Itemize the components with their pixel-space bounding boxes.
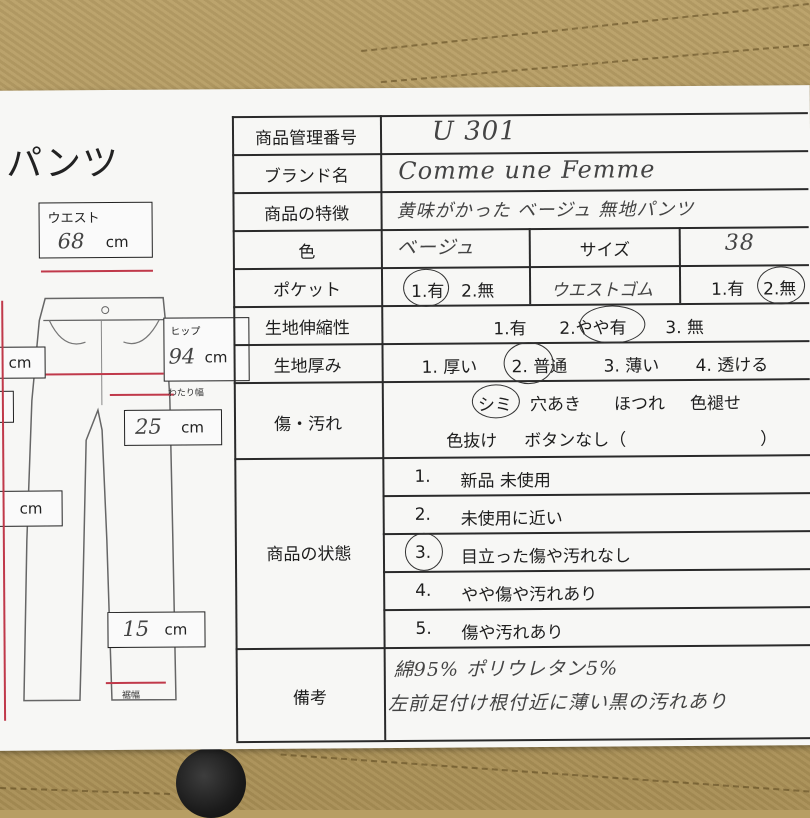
label-condition: 商品の状態 bbox=[266, 544, 352, 565]
product-id-value: U 301 bbox=[431, 116, 517, 147]
condition-num-1: 1. bbox=[414, 466, 431, 487]
sheet-title: パンツ bbox=[6, 142, 120, 185]
label-thickness: 生地厚み bbox=[273, 356, 342, 377]
size-value: 38 bbox=[724, 230, 755, 256]
damage-discolor: 色抜け bbox=[446, 431, 498, 452]
label-remarks: 備考 bbox=[292, 688, 328, 709]
label-damage: 傷・汚れ bbox=[273, 414, 343, 435]
inseam-box: cm bbox=[0, 490, 63, 527]
thigh-unit: cm bbox=[180, 418, 204, 437]
thickness-circle bbox=[503, 341, 554, 385]
stretch-opt-1: 1.有 bbox=[493, 319, 527, 340]
thickness-opt-3: 3. 薄い bbox=[603, 356, 660, 377]
condition-circle bbox=[404, 532, 444, 571]
condition-text-1: 新品 未使用 bbox=[460, 470, 551, 492]
condition-text-3: 目立った傷や汚れなし bbox=[460, 546, 632, 568]
label-product-id: 商品管理番号 bbox=[254, 128, 358, 150]
damage-close-paren: ） bbox=[760, 429, 778, 450]
garment-button bbox=[176, 748, 246, 818]
stretch-circle bbox=[579, 305, 646, 344]
table-line bbox=[235, 644, 810, 651]
condition-text-2: 未使用に近い bbox=[460, 508, 563, 530]
rise-unit: cm bbox=[8, 353, 32, 372]
damage-fade: 色褪せ bbox=[689, 393, 741, 414]
waist-box: ウエスト 68 cm bbox=[38, 201, 153, 259]
waist-rubber-note: ウエストゴム bbox=[551, 280, 654, 301]
table-line bbox=[232, 188, 809, 195]
damage-hole: 穴あき bbox=[529, 394, 581, 416]
hem-measure-line bbox=[105, 681, 166, 685]
thigh-value: 25 bbox=[134, 414, 162, 439]
label-features: 商品の特徴 bbox=[264, 204, 350, 225]
inseam-unit: cm bbox=[19, 499, 43, 518]
pocket-circle bbox=[402, 268, 450, 307]
damage-circle bbox=[471, 384, 521, 419]
waist-value: 68 bbox=[57, 229, 85, 254]
condition-text-5: 傷や汚れあり bbox=[461, 622, 564, 644]
features-value: 黄味がかった ベージュ 無地パンツ bbox=[396, 198, 695, 223]
table-line bbox=[678, 227, 682, 304]
rise-box: cm bbox=[0, 346, 46, 379]
pocket-opt-no: 2.無 bbox=[461, 281, 495, 302]
pants-diagram: ウエスト 68 cm ヒップ 94 cm わたり幅 25 cm 15 cm 裾幅… bbox=[0, 85, 810, 721]
hem-value: 15 bbox=[122, 616, 150, 641]
remarks-line-1: 綿95% ポリウレタン5% bbox=[393, 657, 619, 682]
hip-label: ヒップ bbox=[170, 326, 201, 338]
table-line bbox=[382, 530, 810, 536]
label-color: 色 bbox=[298, 242, 316, 263]
condition-text-4: やや傷や汚れあり bbox=[461, 584, 598, 606]
table-line bbox=[236, 737, 810, 744]
product-table: 商品管理番号 ブランド名 商品の特徴 色 ポケット 生地伸縮性 生地厚み 傷・汚… bbox=[231, 112, 810, 744]
remarks-line-2: 左前足付け根付近に薄い黒の汚れあり bbox=[387, 690, 729, 716]
table-line bbox=[232, 264, 809, 271]
waist-label: ウエスト bbox=[47, 211, 100, 227]
hip-unit: cm bbox=[204, 348, 228, 367]
stretch-opt-3: 3. 無 bbox=[665, 317, 705, 339]
damage-button-missing: ボタンなし（ bbox=[524, 430, 627, 452]
thigh-label: わたり幅 bbox=[167, 388, 204, 399]
label-pocket: ポケット bbox=[273, 280, 342, 301]
waist-measure-line bbox=[40, 269, 153, 273]
brand-value: Comme une Femme bbox=[398, 155, 656, 186]
table-line bbox=[382, 492, 810, 498]
hem-box: 15 cm bbox=[107, 611, 206, 649]
color-value: ベージュ bbox=[396, 236, 476, 260]
product-sheet: パンツ ウエスト 68 cm ヒップ 94 cm わたり幅 25 cm bbox=[0, 85, 810, 751]
thigh-box: 25 cm bbox=[123, 409, 223, 446]
table-line bbox=[383, 606, 810, 612]
waist-unit: cm bbox=[105, 232, 129, 252]
table-line bbox=[232, 226, 809, 233]
hem-label: 裾幅 bbox=[121, 690, 140, 701]
hem-unit: cm bbox=[164, 620, 188, 639]
condition-num-5: 5. bbox=[415, 618, 432, 639]
condition-num-4: 4. bbox=[415, 580, 432, 601]
label-stretch: 生地伸縮性 bbox=[264, 318, 350, 339]
damage-fray: ほつれ bbox=[613, 394, 665, 415]
label-brand: ブランド名 bbox=[263, 166, 349, 187]
thickness-opt-1: 1. 厚い bbox=[421, 357, 478, 378]
size-label: サイズ bbox=[579, 240, 631, 261]
table-line bbox=[234, 454, 810, 461]
table-line bbox=[233, 302, 810, 309]
waist-rubber-yes: 1.有 bbox=[711, 279, 745, 300]
hip-value: 94 bbox=[168, 344, 196, 369]
condition-num-2: 2. bbox=[414, 504, 431, 525]
table-line bbox=[383, 568, 810, 574]
thickness-opt-4: 4. 透ける bbox=[695, 355, 769, 376]
waist-rubber-circle bbox=[756, 266, 806, 305]
table-line bbox=[231, 112, 808, 119]
